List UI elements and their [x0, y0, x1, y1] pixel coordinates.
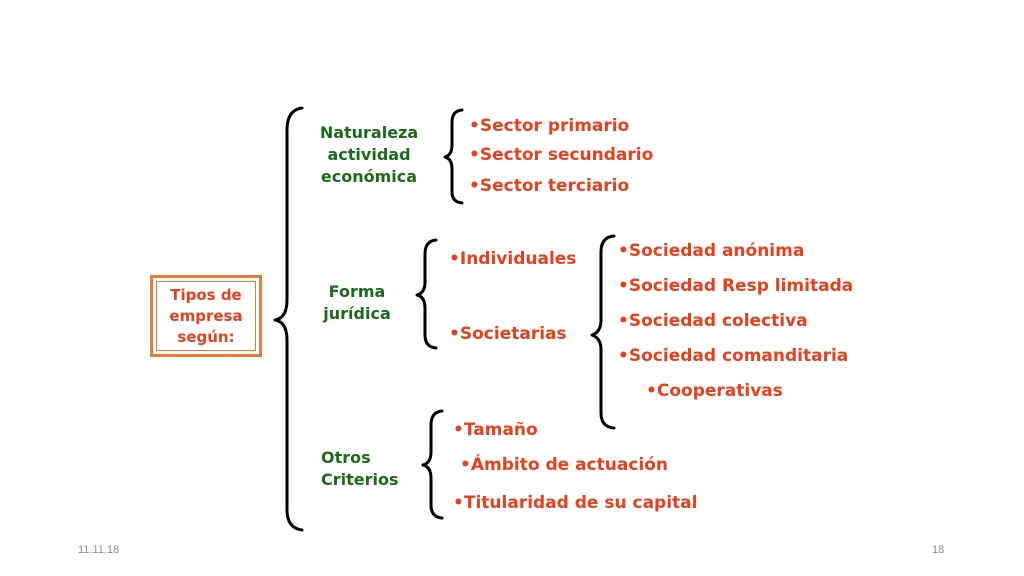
item-societarias: •Societarias	[449, 324, 567, 344]
item-sociedad-resp-limitada: •Sociedad Resp limitada	[618, 276, 854, 296]
item-ambito-actuacion: •Ámbito de actuación	[460, 455, 669, 475]
item-sector-primario: •Sector primario	[469, 116, 630, 136]
footer-date: 11.11.18	[78, 544, 120, 556]
criteria-label-forma: Forma jurídica	[323, 282, 391, 323]
item-sociedad-anonima: •Sociedad anónima	[618, 241, 805, 261]
naturaleza-brace	[443, 108, 464, 205]
root-inner-box: Tipos de empresa según:	[156, 281, 256, 351]
root-box: Tipos de empresa según:	[150, 275, 262, 357]
forma-brace	[415, 238, 438, 350]
item-titularidad-capital: •Titularidad de su capital	[453, 493, 698, 513]
root-label: Tipos de empresa según:	[169, 285, 243, 346]
item-sociedad-comanditaria: •Sociedad comanditaria	[618, 346, 849, 366]
otros-brace	[421, 409, 444, 520]
main-brace	[273, 106, 304, 532]
item-individuales: •Individuales	[449, 249, 577, 269]
societarias-brace	[590, 234, 616, 430]
item-cooperativas: •Cooperativas	[646, 381, 783, 401]
item-tamano: •Tamaño	[453, 420, 538, 440]
item-sector-terciario: •Sector terciario	[469, 176, 630, 196]
item-sociedad-colectiva: •Sociedad colectiva	[618, 311, 808, 331]
item-sector-secundario: •Sector secundario	[469, 145, 654, 165]
footer-page-number: 18	[932, 544, 945, 556]
criteria-label-otros: Otros Criterios	[321, 448, 399, 489]
criteria-label-naturaleza: Naturaleza actividad económica	[319, 123, 419, 186]
